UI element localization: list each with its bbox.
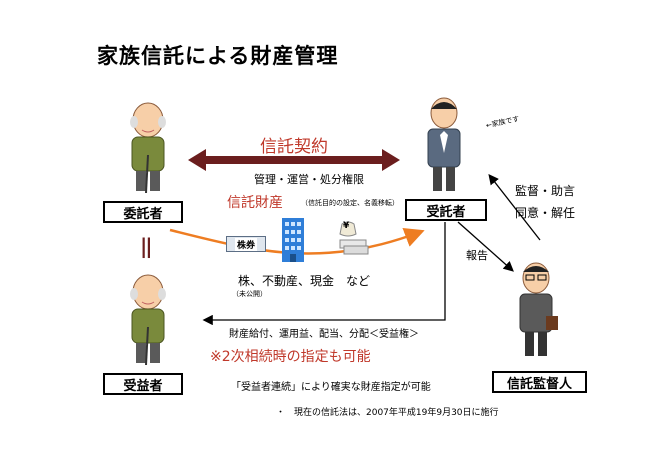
benefits-text: 財産給付、運用益、配当、分配＜受益権＞: [229, 329, 419, 340]
trust-property-note: （信託目的の設定、名義移転）: [301, 199, 399, 207]
report-text: 報告: [466, 249, 488, 262]
trustee-label: 受託者: [426, 204, 466, 220]
trust-contract-label: 信託契約: [260, 137, 328, 157]
supervision-text-1: 監督・助言: [515, 184, 576, 198]
trust-property-items: 株、不動産、現金 など: [238, 274, 371, 288]
equal-sign: ||: [140, 234, 153, 258]
supervisor-box: 信託監督人: [492, 371, 587, 393]
trustee-box: 受託者: [405, 199, 487, 221]
supervisor-label: 信託監督人: [506, 376, 572, 392]
trustee-businessman-icon: [418, 95, 470, 195]
building-icon: [282, 218, 304, 262]
settlor-box: 委託者: [103, 201, 183, 223]
settlor-label: 委託者: [123, 206, 163, 222]
supervisor-man-icon: [510, 260, 562, 360]
page-title: 家族信託による財産管理: [97, 44, 339, 68]
trust-property-label: 信託財産: [227, 195, 283, 211]
stock-certificate-label: 株券: [234, 237, 257, 251]
trust-contract-arrow: [188, 149, 400, 171]
secondary-inheritance-label: ※2次相続時の指定も可能: [210, 349, 371, 365]
supervision-arrow: [488, 173, 541, 241]
stock-certificate-icon: 株券: [226, 236, 266, 252]
report-arrow: [457, 221, 514, 272]
settlor-elderly-man-icon: [122, 100, 174, 195]
trust-property-unlisted: （未公開）: [232, 290, 267, 298]
yen-sign: ¥: [343, 221, 350, 231]
trust-contract-sub: 管理・運営・処分権限: [254, 173, 364, 186]
beneficiary-box: 受益者: [103, 373, 183, 395]
secondary-inheritance-detail: 「受益者連続」により確実な財産指定が可能: [231, 382, 431, 393]
supervision-text-2: 同意・解任: [515, 206, 576, 220]
money-icon: ¥: [334, 220, 370, 256]
beneficiary-label: 受益者: [123, 378, 163, 394]
benefit-arrow: [202, 222, 446, 326]
beneficiary-elderly-man-icon: [122, 272, 174, 367]
footnote: ・ 現在の信託法は、2007年平成19年9月30日に施行: [276, 408, 499, 418]
